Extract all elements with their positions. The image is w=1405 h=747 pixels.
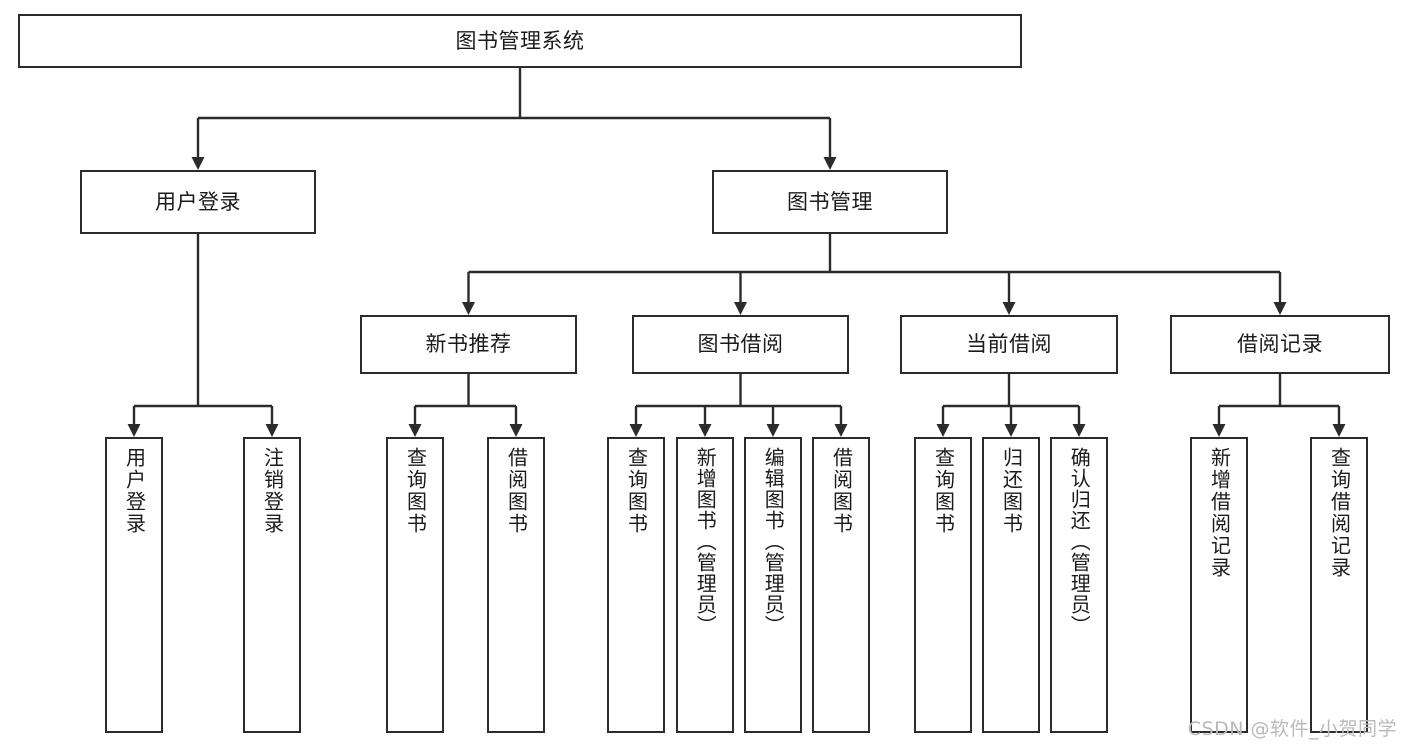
arrowhead-leaf-user-login: [127, 424, 141, 437]
node-leaf-add-rec[interactable]: 新增借阅记录: [1190, 437, 1248, 733]
arrowhead-borrow-record: [1273, 302, 1287, 315]
arrowhead-leaf-query-3: [936, 424, 950, 437]
node-leaf-edit-book[interactable]: 编辑图书（管理员）: [744, 437, 802, 733]
node-label-leaf-query-rec: 查询借阅记录: [1327, 447, 1352, 579]
node-leaf-query-3[interactable]: 查询图书: [914, 437, 972, 733]
node-label-leaf-edit-book: 编辑图书（管理员）: [761, 447, 786, 636]
arrowhead-user-login: [191, 157, 205, 170]
node-label-root: 图书管理系统: [455, 28, 585, 53]
node-label-leaf-user-login: 用户登录: [122, 447, 147, 535]
node-leaf-query-2[interactable]: 查询图书: [607, 437, 665, 733]
node-leaf-user-login[interactable]: 用户登录: [105, 437, 163, 733]
arrowhead-leaf-edit-book: [766, 424, 780, 437]
arrowhead-leaf-add-book: [698, 424, 712, 437]
node-leaf-query-rec[interactable]: 查询借阅记录: [1310, 437, 1368, 733]
arrowhead-book-borrow: [734, 302, 747, 315]
arrowhead-leaf-query-2: [629, 424, 643, 437]
node-leaf-confirm[interactable]: 确认归还（管理员）: [1050, 437, 1108, 733]
arrowhead-leaf-query-rec: [1332, 424, 1346, 437]
arrowhead-leaf-return: [1004, 424, 1018, 437]
node-label-leaf-borrow-1: 借阅图书: [504, 447, 529, 535]
node-new-book-rec[interactable]: 新书推荐: [360, 315, 577, 374]
node-label-leaf-add-book: 新增图书（管理员）: [693, 447, 718, 636]
node-current-borrow[interactable]: 当前借阅: [900, 315, 1118, 374]
node-label-leaf-query-1: 查询图书: [403, 447, 428, 535]
node-label-current-borrow: 当前借阅: [966, 332, 1052, 357]
node-label-leaf-add-rec: 新增借阅记录: [1207, 447, 1232, 579]
arrowhead-book-manage: [823, 157, 837, 170]
node-leaf-logout[interactable]: 注销登录: [243, 437, 301, 733]
arrowhead-leaf-logout: [265, 424, 279, 437]
arrowhead-leaf-borrow-2: [834, 424, 848, 437]
node-leaf-query-1[interactable]: 查询图书: [386, 437, 444, 733]
arrowhead-leaf-borrow-1: [509, 424, 523, 437]
arrowhead-new-book-rec: [462, 302, 475, 315]
node-root[interactable]: 图书管理系统: [18, 14, 1022, 68]
node-label-leaf-logout: 注销登录: [260, 447, 285, 535]
node-label-new-book-rec: 新书推荐: [425, 332, 512, 357]
node-leaf-borrow-1[interactable]: 借阅图书: [487, 437, 545, 733]
arrowhead-leaf-add-rec: [1212, 424, 1226, 437]
node-label-user-login: 用户登录: [155, 189, 241, 214]
node-leaf-add-book[interactable]: 新增图书（管理员）: [676, 437, 734, 733]
node-label-book-manage: 图书管理: [787, 189, 873, 214]
node-label-leaf-query-3: 查询图书: [931, 447, 956, 535]
node-label-book-borrow: 图书借阅: [697, 332, 784, 357]
node-book-manage[interactable]: 图书管理: [712, 170, 948, 234]
watermark-label: CSDN @软件_小贺同学: [1187, 718, 1397, 740]
node-label-borrow-record: 借阅记录: [1237, 332, 1323, 357]
node-leaf-return[interactable]: 归还图书: [982, 437, 1040, 733]
arrowhead-leaf-query-1: [408, 424, 422, 437]
arrowhead-leaf-confirm: [1072, 424, 1086, 437]
node-leaf-borrow-2[interactable]: 借阅图书: [812, 437, 870, 733]
node-label-leaf-borrow-2: 借阅图书: [829, 447, 854, 535]
node-label-leaf-return: 归还图书: [999, 447, 1024, 535]
node-borrow-record[interactable]: 借阅记录: [1170, 315, 1390, 374]
arrowhead-current-borrow: [1002, 302, 1016, 315]
node-book-borrow[interactable]: 图书借阅: [632, 315, 849, 374]
node-label-leaf-query-2: 查询图书: [624, 447, 649, 535]
node-user-login[interactable]: 用户登录: [80, 170, 316, 234]
node-label-leaf-confirm: 确认归还（管理员）: [1067, 447, 1092, 636]
